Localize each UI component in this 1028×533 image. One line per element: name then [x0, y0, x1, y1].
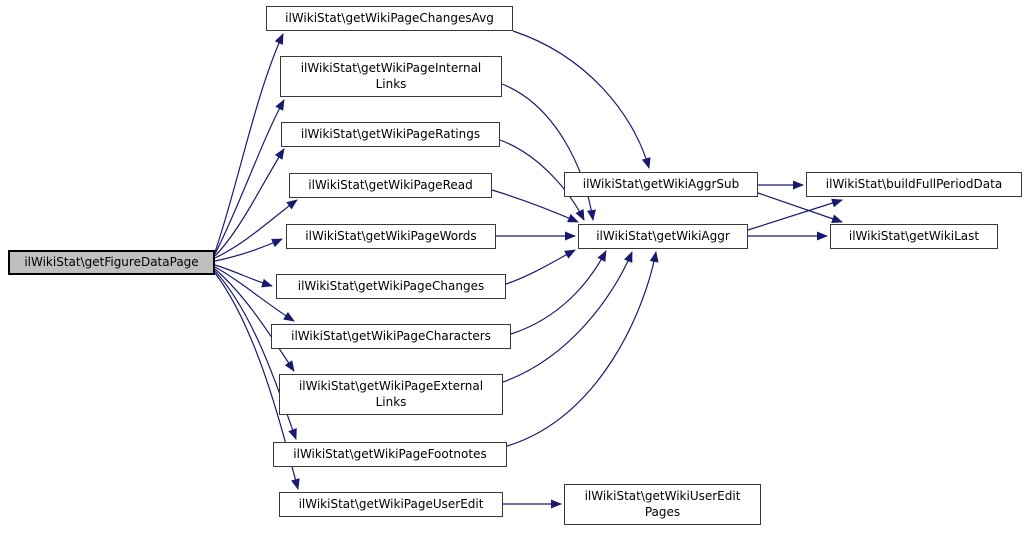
node-get-wiki-user-edit-pages[interactable]: ilWikiStat\getWikiUserEdit Pages	[564, 484, 761, 525]
edge-internallinks-to-aggr	[501, 83, 596, 221]
node-get-wiki-page-ratings[interactable]: ilWikiStat\getWikiPageRatings	[281, 122, 500, 147]
node-get-wiki-page-words[interactable]: ilWikiStat\getWikiPageWords	[286, 224, 496, 249]
edge-main-to-internallinks	[214, 99, 285, 255]
edge-aggrsub-to-getwikilast	[757, 192, 843, 223]
node-get-wiki-page-changes[interactable]: ilWikiStat\getWikiPageChanges	[276, 274, 506, 299]
node-get-figure-data-page: ilWikiStat\getFigureDataPage	[8, 250, 215, 275]
node-get-wiki-page-internal-links[interactable]: ilWikiStat\getWikiPageInternal Links	[280, 56, 502, 97]
edge-footnotes-to-aggr	[506, 251, 659, 447]
edge-changesavg-to-aggrsub	[512, 30, 651, 169]
edge-externallinks-to-aggr	[502, 251, 633, 383]
node-get-wiki-aggr-sub[interactable]: ilWikiStat\getWikiAggrSub	[564, 172, 758, 197]
edge-main-to-characters	[214, 266, 295, 322]
edge-read-to-aggr	[491, 189, 579, 223]
edge-ratings-to-aggr	[499, 139, 585, 221]
node-get-wiki-page-user-edit[interactable]: ilWikiStat\getWikiPageUserEdit	[279, 492, 503, 517]
node-build-full-period-data[interactable]: ilWikiStat\buildFullPeriodData	[806, 172, 1022, 197]
node-get-wiki-page-external-links[interactable]: ilWikiStat\getWikiPageExternal Links	[279, 374, 503, 415]
edge-aggr-to-buildfullperioddata	[747, 198, 843, 231]
edge-characters-to-aggr	[510, 250, 607, 335]
node-get-wiki-last[interactable]: ilWikiStat\getWikiLast	[830, 224, 998, 249]
edge-main-to-externallinks	[214, 268, 295, 372]
node-get-wiki-page-footnotes[interactable]: ilWikiStat\getWikiPageFootnotes	[273, 442, 507, 467]
edge-main-to-changes	[214, 264, 273, 288]
node-get-wiki-page-characters[interactable]: ilWikiStat\getWikiPageCharacters	[271, 324, 511, 349]
edge-main-to-footnotes	[214, 270, 297, 440]
edge-main-to-read	[214, 199, 298, 259]
node-get-wiki-page-read[interactable]: ilWikiStat\getWikiPageRead	[289, 173, 492, 198]
edge-changes-to-aggr	[505, 249, 576, 285]
edge-main-to-changesavg	[214, 33, 284, 253]
edge-main-to-words	[214, 238, 283, 262]
edge-main-to-ratings	[214, 148, 285, 257]
node-get-wiki-aggr[interactable]: ilWikiStat\getWikiAggr	[578, 224, 748, 249]
node-get-wiki-page-changes-avg[interactable]: ilWikiStat\getWikiPageChangesAvg	[266, 6, 513, 31]
